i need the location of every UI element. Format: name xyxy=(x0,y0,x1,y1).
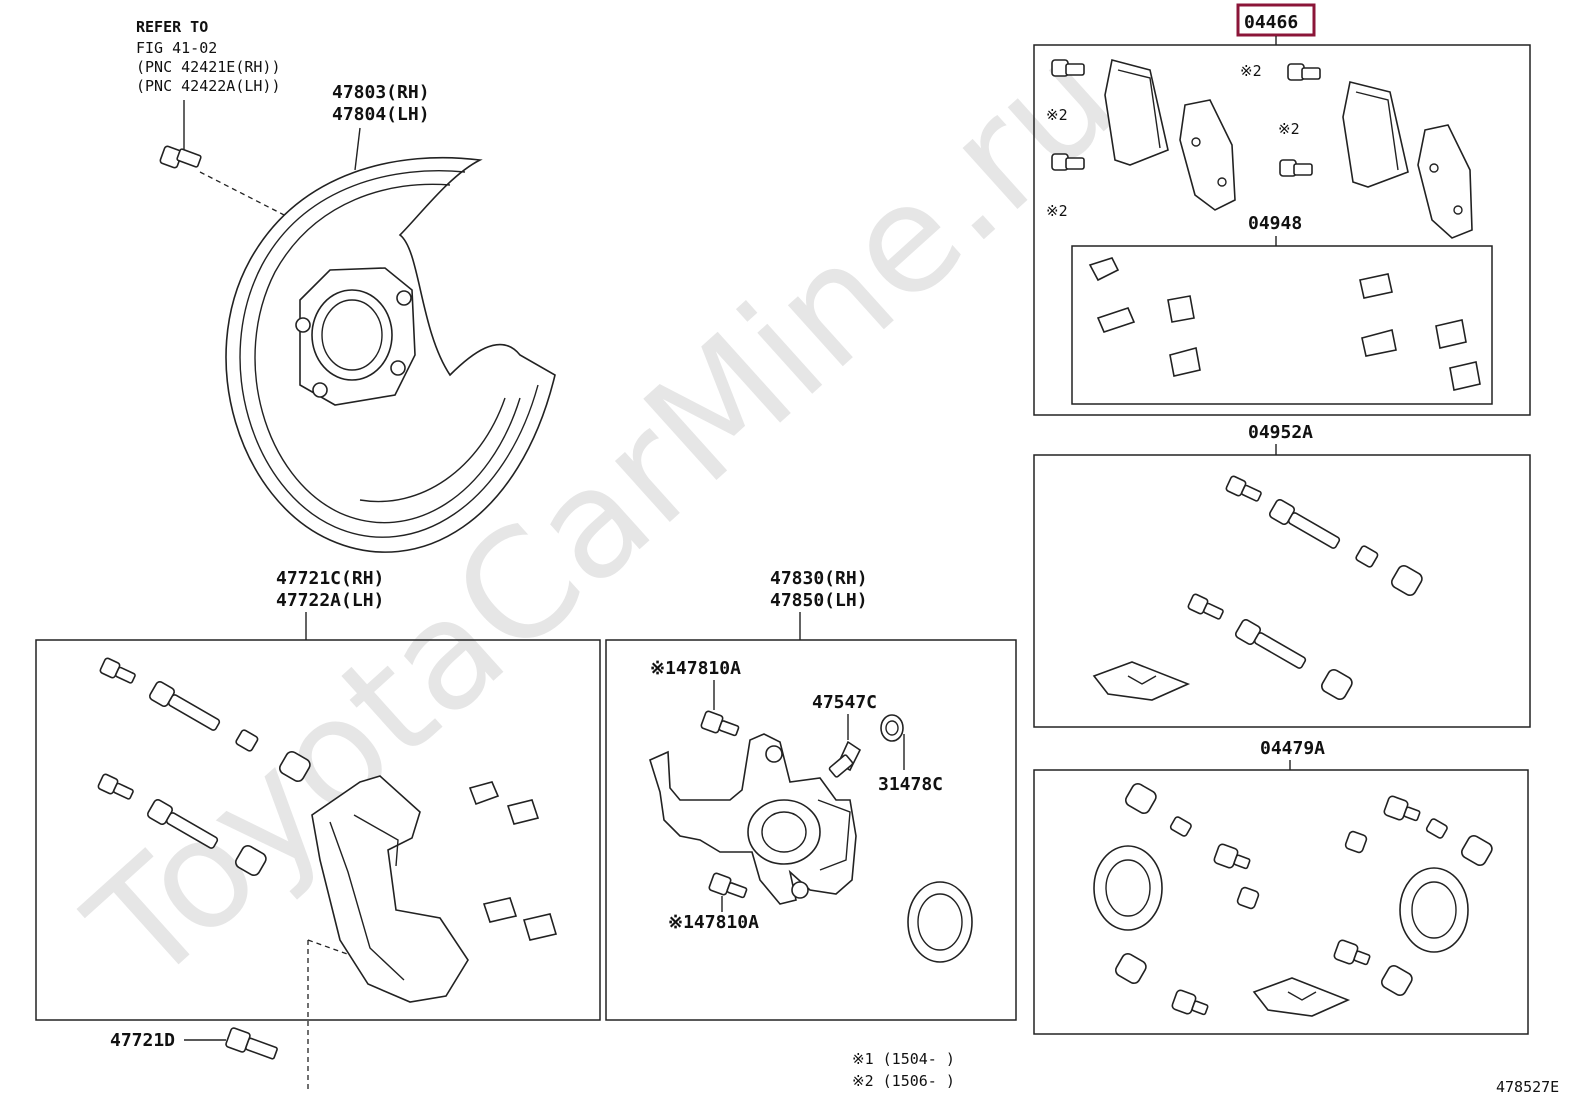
part-47850[interactable]: 47850(LH) xyxy=(770,590,868,611)
marker-2c: ※2 xyxy=(1240,62,1262,80)
legend-note2: ※2 (1506- ) xyxy=(852,1072,955,1090)
part-47830[interactable]: 47830(RH) xyxy=(770,568,868,589)
cylinder-kit-icon[interactable] xyxy=(1093,782,1494,1020)
refer-line2: FIG 41-02 xyxy=(136,39,217,57)
part-47722A[interactable]: 47722A(LH) xyxy=(276,590,384,611)
part-04479A[interactable]: 04479A xyxy=(1260,738,1325,759)
part-47721D[interactable]: 47721D xyxy=(110,1030,175,1051)
refer-line3: (PNC 42421E(RH)) xyxy=(136,58,281,76)
caliper-bolt-upper-icon[interactable] xyxy=(700,710,740,739)
part-04948[interactable]: 04948 xyxy=(1248,213,1302,234)
slide-pin-icon[interactable] xyxy=(1092,475,1424,701)
refer-line1: REFER TO xyxy=(136,18,208,36)
brake-pad-icon[interactable] xyxy=(1104,59,1473,239)
refer-line4: (PNC 42422A(LH)) xyxy=(136,77,281,95)
refer-note: REFER TO FIG 41-02 (PNC 42421E(RH)) (PNC… xyxy=(136,18,281,95)
anti-squeal-box xyxy=(1071,245,1493,405)
part-47803[interactable]: 47803(RH) xyxy=(332,82,430,103)
pad-kit-box xyxy=(1033,44,1531,416)
part-04952A[interactable]: 04952A xyxy=(1248,422,1313,443)
marker-2b: ※2 xyxy=(1046,202,1068,220)
pad-bolts[interactable] xyxy=(1051,59,1321,177)
part-47810A-upper[interactable]: ※147810A xyxy=(650,658,741,679)
caliper-body-icon[interactable] xyxy=(649,733,857,905)
anti-squeal-clips-icon[interactable] xyxy=(1088,257,1481,391)
watermark: ToyotaCarMine.ru xyxy=(57,11,1148,1018)
part-04466[interactable]: 04466 xyxy=(1244,12,1298,33)
caliper-bolt-lower-icon[interactable] xyxy=(708,872,748,901)
cap-icon[interactable] xyxy=(880,714,904,742)
dust-cover-icon[interactable] xyxy=(225,156,556,553)
mounting-kit-icon[interactable] xyxy=(97,657,558,1003)
slide-pin-box xyxy=(1033,454,1531,728)
part-47810A-lower[interactable]: ※147810A xyxy=(668,912,759,933)
piston-seal-icon[interactable] xyxy=(907,881,973,963)
marker-2d: ※2 xyxy=(1278,120,1300,138)
caliper-box xyxy=(605,639,1017,1021)
figure-id: 478527E xyxy=(1496,1078,1559,1096)
part-47547C[interactable]: 47547C xyxy=(812,692,877,713)
mount-bolt-icon[interactable] xyxy=(225,1027,279,1063)
hub-bolt-icon[interactable] xyxy=(159,145,202,169)
cylinder-kit-box xyxy=(1033,769,1529,1035)
part-31478C[interactable]: 31478C xyxy=(878,774,943,795)
bleeder-icon[interactable] xyxy=(828,740,862,778)
legend-note1: ※1 (1504- ) xyxy=(852,1050,955,1068)
mounting-box xyxy=(35,639,601,1021)
marker-2a: ※2 xyxy=(1046,106,1068,124)
highlight-box xyxy=(1236,3,1316,37)
part-47721C[interactable]: 47721C(RH) xyxy=(276,568,384,589)
part-47804[interactable]: 47804(LH) xyxy=(332,104,430,125)
